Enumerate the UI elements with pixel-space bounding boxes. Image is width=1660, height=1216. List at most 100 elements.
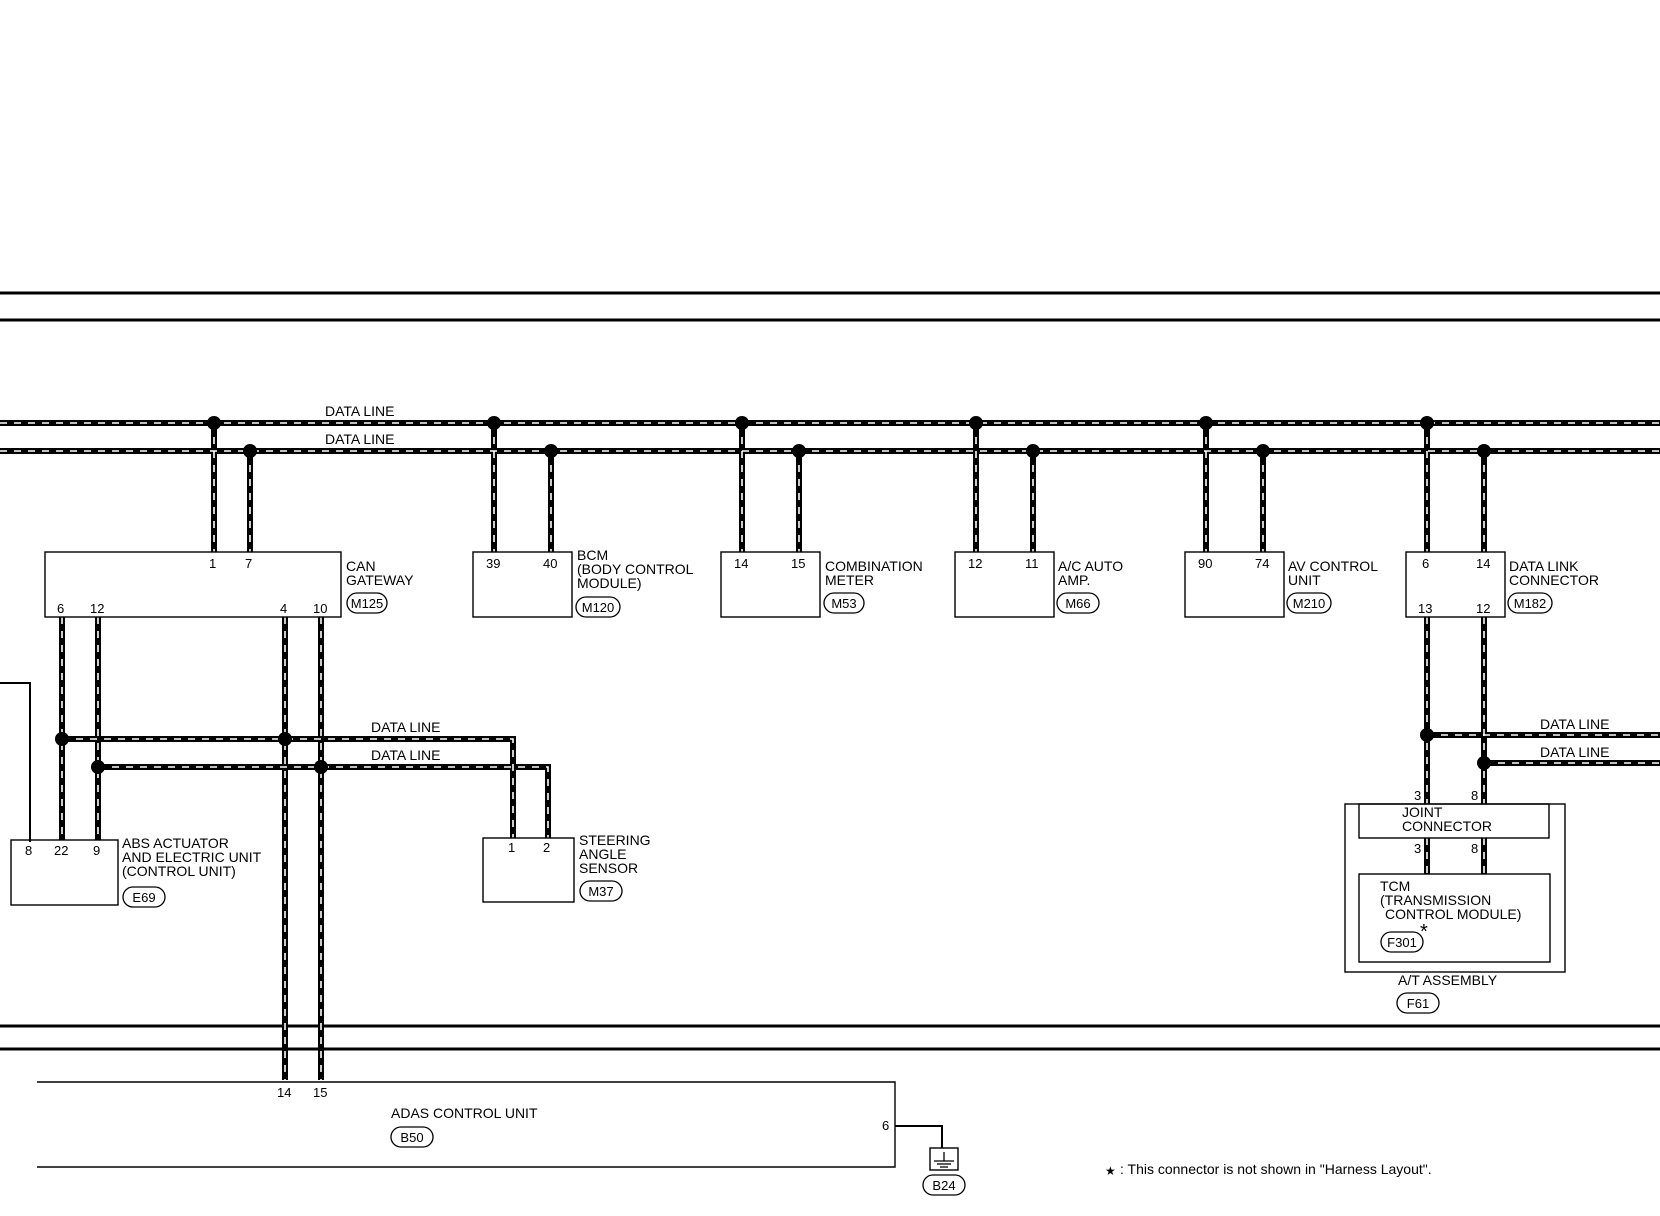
pin-label: 40 — [543, 556, 557, 571]
data-line-label-right-lower: DATA LINE — [1540, 744, 1610, 760]
module-name-line: (CONTROL UNIT) — [122, 863, 236, 879]
pin-label: 3 — [1414, 788, 1421, 803]
module-name-line: DATA LINK — [1509, 558, 1579, 574]
pin-label: 90 — [1198, 556, 1212, 571]
data-line-label-mid-upper: DATA LINE — [371, 719, 441, 735]
connector-badge — [1507, 592, 1553, 614]
plain-wires — [0, 682, 943, 1148]
connector-badge — [390, 1126, 434, 1148]
module-name-line: METER — [825, 572, 874, 588]
pin-label: 22 — [54, 843, 68, 858]
pin-label: 12 — [90, 601, 104, 616]
connector-badge — [1056, 592, 1100, 614]
footnote: ★ : This connector is not shown in "Harn… — [1105, 1161, 1432, 1178]
module-name-line: AMP. — [1058, 572, 1090, 588]
module-name-line: CONNECTOR — [1402, 818, 1492, 834]
pin-label: 8 — [25, 843, 32, 858]
pin-label: 15 — [313, 1085, 327, 1100]
module-name-line: AV CONTROL — [1288, 558, 1378, 574]
connector-id: M66 — [1065, 596, 1090, 611]
pin-label: 1 — [508, 840, 515, 855]
module-name-line: JOINT — [1402, 804, 1443, 820]
pin-label: 74 — [1255, 556, 1269, 571]
module-name-line: CAN — [346, 558, 376, 574]
pin-label: 11 — [1025, 556, 1039, 571]
pin-label: 1 — [209, 556, 216, 571]
pin-label: 4 — [280, 601, 287, 616]
connector-id: F61 — [1407, 996, 1429, 1011]
data-link-connector-module: 6 14 13 12 DATA LINK CONNECTOR M182 — [1405, 551, 1599, 618]
module-name: ADAS CONTROL UNIT — [391, 1105, 538, 1121]
pin-label: 13 — [1418, 601, 1432, 616]
asterisk-mark: * — [1420, 921, 1428, 943]
connector-badge — [1396, 992, 1440, 1014]
data-line-label-top-upper: DATA LINE — [325, 403, 395, 419]
pin-label: 7 — [245, 556, 252, 571]
connector-badge — [575, 596, 621, 618]
connector-badge — [579, 880, 623, 902]
connector-id: B50 — [400, 1130, 423, 1145]
adas-control-unit-module: 14 15 6 ADAS CONTROL UNIT B50 — [37, 1081, 896, 1168]
module-name-line: COMBINATION — [825, 558, 923, 574]
connector-badge — [346, 592, 388, 614]
module-name-line: ANGLE — [579, 846, 626, 862]
pin-label: 8 — [1471, 788, 1478, 803]
data-line-label-right-upper: DATA LINE — [1540, 716, 1610, 732]
pin-label: 39 — [486, 556, 500, 571]
at-assembly-module: 3 8 JOINT CONNECTOR 3 8 TCM (TRANSMISSIO… — [1344, 788, 1566, 1014]
module-name-line: (TRANSMISSION — [1380, 892, 1491, 908]
module-name-line: A/C AUTO — [1058, 558, 1123, 574]
pin-label: 14 — [277, 1085, 291, 1100]
pin-label: 8 — [1471, 841, 1478, 856]
pin-label: 6 — [1422, 556, 1429, 571]
module-name-line: TCM — [1380, 878, 1410, 894]
connector-id: M182 — [1514, 596, 1547, 611]
connector-id: M37 — [588, 884, 613, 899]
connector-badge — [823, 592, 865, 614]
ground-symbol: B24 — [922, 1147, 966, 1196]
module-name-line: MODULE) — [577, 575, 642, 591]
connector-badge — [122, 886, 166, 908]
data-line-label-top-lower: DATA LINE — [325, 431, 395, 447]
section-rules — [0, 291, 1660, 1051]
pin-label: 14 — [734, 556, 748, 571]
ac-auto-amp-module: 12 11 A/C AUTO AMP. M66 — [954, 551, 1123, 618]
steering-angle-sensor-module: 1 2 STEERING ANGLE SENSOR M37 — [482, 832, 651, 903]
pin-label: 12 — [1476, 601, 1490, 616]
can-wires — [0, 420, 1660, 1080]
abs-actuator-module: 8 22 9 ABS ACTUATOR AND ELECTRIC UNIT (C… — [10, 835, 262, 908]
pin-label: 2 — [543, 840, 550, 855]
pin-label: 12 — [968, 556, 982, 571]
connector-badge — [1286, 592, 1332, 614]
module-name-line: ABS ACTUATOR — [122, 835, 229, 851]
connector-id: M125 — [351, 596, 384, 611]
pin-label: 14 — [1476, 556, 1490, 571]
footnote-star-icon: ★ — [1105, 1164, 1116, 1178]
module-name-line: CONTROL MODULE) — [1385, 906, 1521, 922]
connector-badge — [1380, 931, 1424, 953]
module-name-line: STEERING — [579, 832, 651, 848]
connector-id: F301 — [1387, 935, 1417, 950]
splice-dots — [55, 416, 1491, 774]
combination-meter-module: 14 15 COMBINATION METER M53 — [720, 551, 923, 618]
pin-label: 10 — [313, 601, 327, 616]
pin-label: 3 — [1414, 841, 1421, 856]
av-control-unit-module: 90 74 AV CONTROL UNIT M210 — [1184, 551, 1378, 618]
footnote-text: : This connector is not shown in "Harnes… — [1120, 1161, 1432, 1177]
pin-label: 9 — [93, 843, 100, 858]
connector-id: M53 — [831, 596, 856, 611]
connector-id: M210 — [1293, 596, 1326, 611]
pin-label: 6 — [57, 601, 64, 616]
module-name: A/T ASSEMBLY — [1398, 972, 1498, 988]
connector-id: B24 — [932, 1178, 955, 1193]
module-name-line: CONNECTOR — [1509, 572, 1599, 588]
pin-label: 15 — [791, 556, 805, 571]
module-name-line: SENSOR — [579, 860, 638, 876]
connector-id: M120 — [582, 600, 615, 615]
pin-label: 6 — [882, 1118, 889, 1133]
connector-badge — [922, 1174, 966, 1196]
data-line-label-mid-lower: DATA LINE — [371, 747, 441, 763]
can-gateway-module: 1 7 6 12 4 10 CAN GATEWAY M125 — [44, 551, 414, 618]
module-name-line: BCM — [577, 547, 608, 563]
